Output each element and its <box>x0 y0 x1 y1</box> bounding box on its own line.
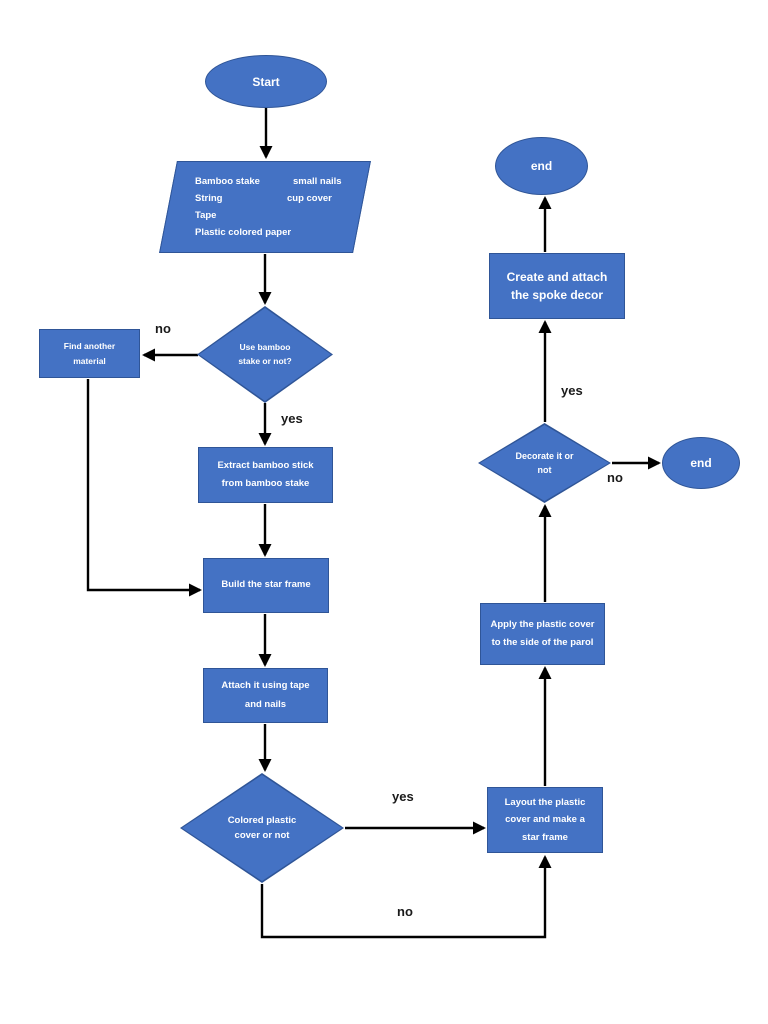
process-layout-cover: Layout the plastic cover and make a star… <box>487 787 603 853</box>
process-build-frame-label: Build the star frame <box>221 579 311 591</box>
decision-decorate: Decorate it or not <box>478 423 611 503</box>
decision-use-bamboo-label: Use bamboo stake or not? <box>238 341 292 366</box>
decision-decorate-body: Decorate it or not <box>480 425 609 501</box>
edge-label-decorate-yes: yes <box>561 383 583 398</box>
edge-label-colored-cover-yes: yes <box>392 789 414 804</box>
process-attach-tape-nails: Attach it using tape and nails <box>203 668 328 723</box>
edge-label-colored-cover-no: no <box>397 904 413 919</box>
edge-label-use-bamboo-yes: yes <box>281 411 303 426</box>
process-attach-tape-nails-label: Attach it using tape and nails <box>221 680 310 710</box>
material-item: String <box>195 193 223 204</box>
material-item: Bamboo stake <box>195 176 260 187</box>
decision-use-bamboo: Use bamboo stake or not? <box>197 306 333 403</box>
materials-list: Bamboo stake String Tape Plastic colored… <box>169 162 361 252</box>
edge-label-use-bamboo-no: no <box>155 321 171 336</box>
process-apply-cover: Apply the plastic cover to the side of t… <box>480 603 605 665</box>
process-find-material: Find another material <box>39 329 140 378</box>
material-item: Plastic colored paper <box>195 227 292 238</box>
end-right-label: end <box>690 456 712 470</box>
decision-colored-cover-body: Colored plastic cover or not <box>182 775 342 881</box>
end-node-right: end <box>662 437 740 489</box>
material-item: cup cover <box>287 193 332 204</box>
end-top-label: end <box>530 159 553 173</box>
edge-find-material-to-build <box>86 379 202 597</box>
decision-colored-cover: Colored plastic cover or not <box>180 773 344 883</box>
process-find-material-label: Find another material <box>63 341 116 366</box>
edge-label-decorate-no: no <box>607 470 623 485</box>
process-extract-bamboo: Extract bamboo stick from bamboo stake <box>198 447 333 503</box>
process-create-decor: Create and attach the spoke decor <box>489 253 625 319</box>
material-item: Tape <box>195 210 217 221</box>
process-layout-cover-label: Layout the plastic cover and make a star… <box>504 797 586 843</box>
decision-colored-cover-label: Colored plastic cover or not <box>227 814 297 841</box>
edge-colored-cover-no <box>260 855 552 939</box>
start-node: Start <box>205 55 327 108</box>
process-extract-bamboo-label: Extract bamboo stick from bamboo stake <box>217 459 314 489</box>
process-apply-cover-label: Apply the plastic cover to the side of t… <box>490 618 595 648</box>
decision-decorate-label: Decorate it or not <box>515 450 574 475</box>
start-label: Start <box>252 74 280 89</box>
decision-use-bamboo-body: Use bamboo stake or not? <box>199 308 331 401</box>
material-item: small nails <box>293 176 342 187</box>
end-node-top: end <box>495 137 588 195</box>
process-create-decor-label: Create and attach the spoke decor <box>506 270 608 302</box>
materials-parallelogram: Bamboo stake String Tape Plastic colored… <box>159 161 371 253</box>
process-build-frame: Build the star frame <box>203 558 329 613</box>
